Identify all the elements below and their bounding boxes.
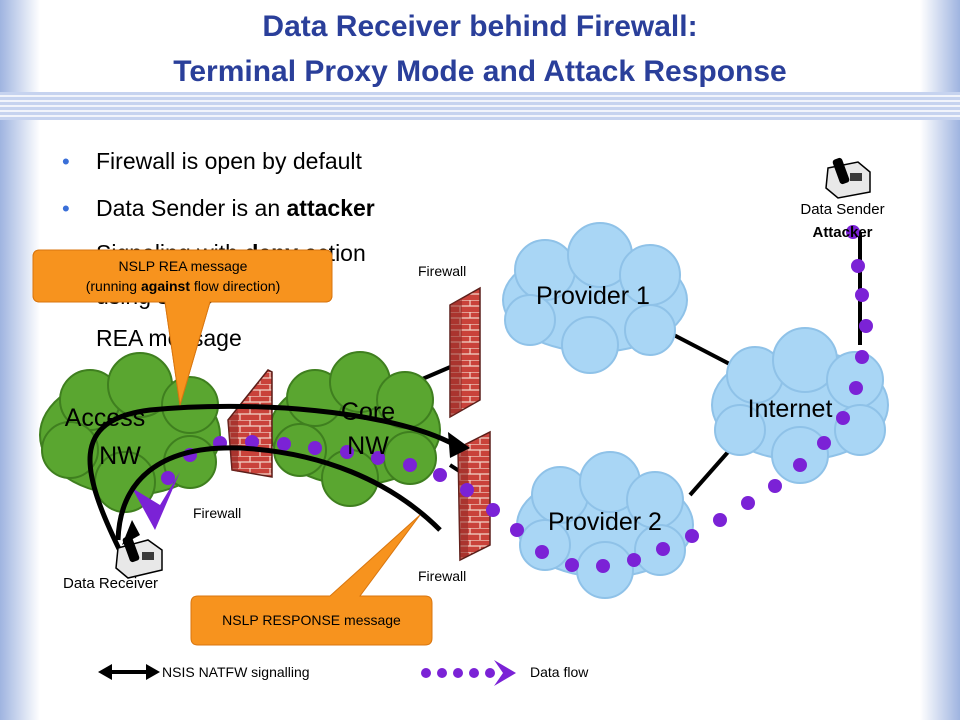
access-nw-label-line1: Access — [64, 404, 146, 432]
firewall-bottom — [457, 430, 491, 562]
bullet-bold-text: attacker — [286, 195, 375, 221]
response-callout-shape — [190, 514, 433, 646]
page-title-line1: Data Receiver behind Firewall: — [262, 10, 698, 43]
signalling-arrowhead-core — [448, 432, 470, 458]
signalling-paths — [87, 403, 457, 557]
firewall-label-bottom: Firewall — [418, 568, 467, 584]
legend-signalling-arrow — [98, 664, 160, 680]
access-nw-cloud — [39, 352, 221, 513]
bullet-dot-icon: • — [62, 149, 70, 174]
provider2-cloud — [516, 451, 694, 599]
core-nw-label-line1: Core — [340, 398, 396, 426]
bullet-text: Firewall is open by default — [96, 148, 362, 174]
data-receiver-phone-icon — [115, 535, 163, 579]
legend-signalling-label: NSIS NATFW signalling — [162, 664, 310, 680]
provider1-label: Provider 1 — [536, 282, 650, 310]
data-receiver-label: Data Receiver — [63, 575, 159, 592]
response-callout-text: NSLP RESPONSE message — [222, 612, 401, 628]
firewall-label-top: Firewall — [418, 263, 467, 279]
legend-dataflow-label: Data flow — [530, 664, 589, 680]
rea-callout-text: flow direction) — [190, 278, 281, 294]
firewall-label-middle: Firewall — [193, 505, 242, 521]
rea-callout-text: (running — [85, 278, 141, 294]
provider1-cloud — [502, 222, 688, 374]
internet-label: Internet — [747, 395, 833, 423]
legend-dataflow-arrow — [421, 660, 516, 686]
rea-callout-overlay-shape — [32, 249, 333, 406]
data-flow-arrowhead — [132, 472, 180, 530]
core-nw-label-line2: NW — [347, 432, 389, 460]
data-flow-dots — [161, 225, 873, 573]
firewall-top — [449, 286, 481, 419]
data-sender-phone-icon — [825, 157, 871, 199]
internet-cloud — [711, 327, 889, 484]
access-nw-label-line2: NW — [99, 442, 141, 470]
provider2-label: Provider 2 — [548, 508, 662, 536]
bullet-dot-icon: • — [62, 196, 70, 221]
bullet-text: Data Sender is an — [96, 195, 287, 221]
rea-callout-line2: (running against flow direction) — [33, 278, 333, 294]
attacker-label: Attacker — [812, 224, 873, 241]
page-title-line2: Terminal Proxy Mode and Attack Response — [173, 55, 787, 88]
rea-callout-line1: NSLP REA message — [118, 258, 248, 274]
data-sender-label: Data Sender — [800, 201, 885, 218]
header-stripe — [0, 92, 960, 120]
rea-callout-bold-text: against — [140, 278, 190, 294]
